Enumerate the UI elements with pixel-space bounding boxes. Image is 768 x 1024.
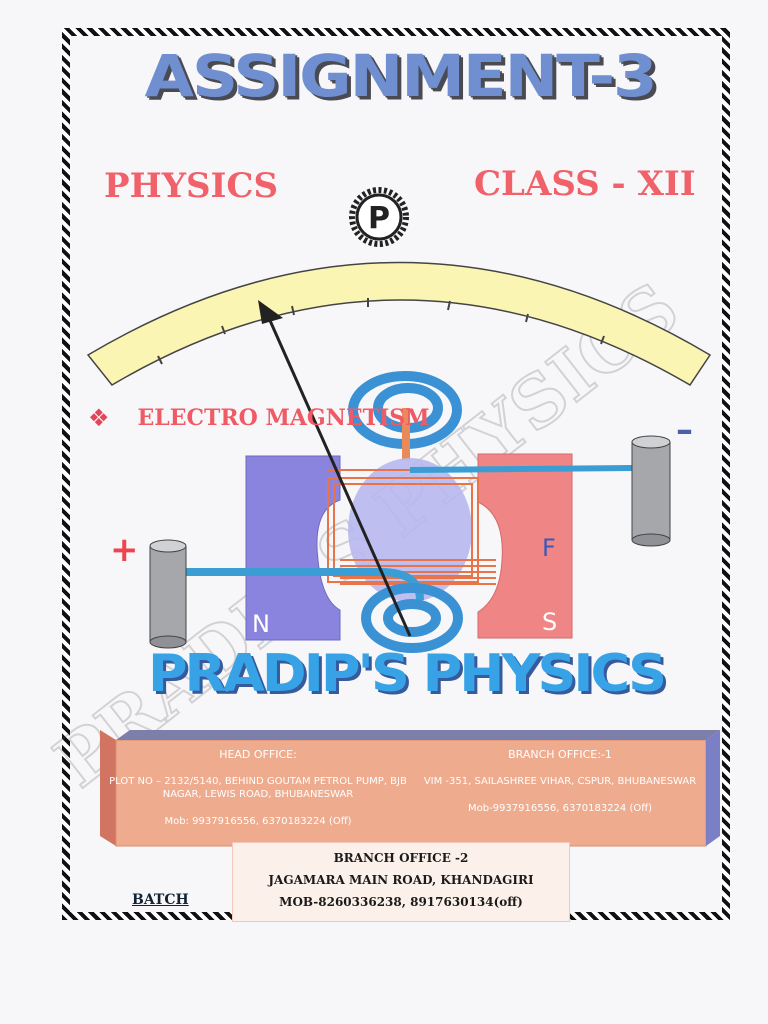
south-label: S — [542, 608, 557, 636]
branch-office-2-heading: BRANCH OFFICE -2 — [333, 851, 469, 865]
head-office: HEAD OFFICE: PLOT NO – 2132/5140, BEHIND… — [108, 748, 408, 828]
office-panel-shape — [100, 730, 720, 847]
south-magnet — [477, 453, 573, 639]
diamond-bullet-icon: ❖ — [88, 404, 110, 432]
head-office-heading: HEAD OFFICE: — [219, 748, 297, 761]
office-panel: HEAD OFFICE: PLOT NO – 2132/5140, BEHIND… — [100, 730, 720, 846]
gear-logo-icon: P — [349, 187, 409, 247]
branch-office-1-mobile: Mob-9937916556, 6370183224 (Off) — [467, 803, 653, 814]
meter-scale — [86, 261, 712, 387]
bottom-spring — [361, 583, 463, 653]
branch-office-1-address: VIM -351, SAILASHREE VIHAR, CSPUR, BHUBA… — [423, 776, 697, 787]
head-office-address: PLOT NO – 2132/5140, BEHIND GOUTAM PETRO… — [109, 776, 407, 800]
right-terminal — [631, 435, 671, 547]
topic-row: ❖ ELECTRO MAGNETISM — [88, 404, 430, 432]
logo-letter: P — [368, 201, 390, 236]
pointer-arrowhead — [258, 300, 283, 324]
minus-terminal-sign: – — [676, 410, 693, 450]
meter-pointer — [266, 315, 412, 637]
force-label: F — [542, 534, 556, 562]
branch-office-2: BRANCH OFFICE -2 JAGAMARA MAIN ROAD, KHA… — [232, 842, 570, 922]
branch-office-1-heading: BRANCH OFFICE:-1 — [508, 748, 612, 761]
batch-label: BATCH — [132, 892, 189, 908]
head-office-mobile: Mob: 9937916556, 6370183224 (Off) — [164, 816, 352, 827]
north-label: N — [252, 610, 270, 638]
subject-label: PHYSICS — [104, 166, 279, 206]
class-label: CLASS - XII — [474, 164, 696, 204]
left-terminal — [149, 539, 187, 649]
branch-office-1: BRANCH OFFICE:-1 VIM -351, SAILASHREE VI… — [410, 748, 710, 815]
brand-name: PRADIP'S PHYSICS — [147, 643, 667, 704]
right-wire — [409, 465, 633, 473]
branch-office-2-address: JAGAMARA MAIN ROAD, KHANDAGIRI — [268, 873, 534, 887]
branch-office-2-mobile: MOB-8260336238, 8917630134(off) — [279, 895, 523, 909]
scale-ticks — [157, 298, 605, 365]
north-magnet — [245, 455, 341, 641]
assignment-title: ASSIGNMENT-3 — [144, 43, 657, 111]
topic-title: ELECTRO MAGNETISM — [137, 405, 430, 431]
plus-terminal-sign: + — [110, 530, 139, 570]
